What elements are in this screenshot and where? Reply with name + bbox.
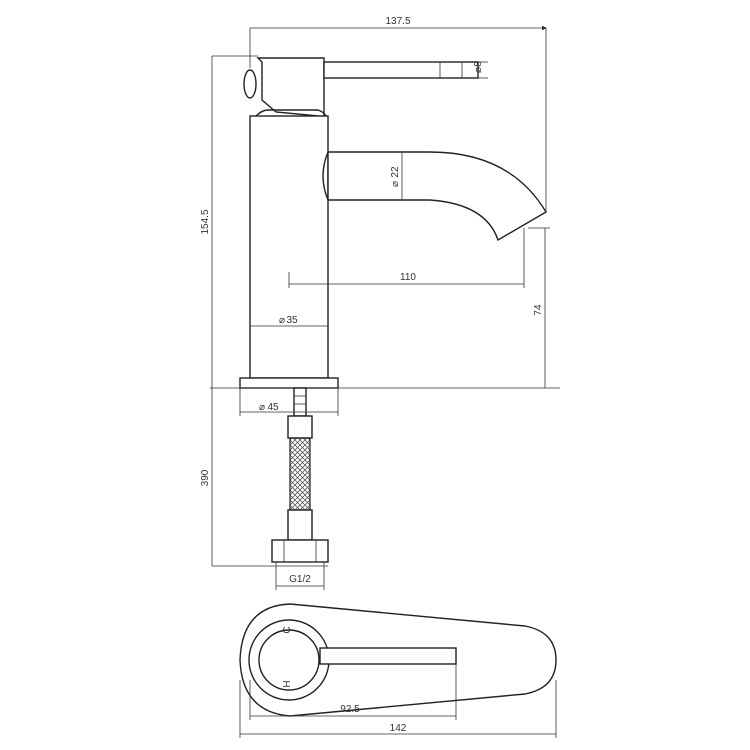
dim-body-dia-symbol: ⌀ (279, 315, 285, 326)
dim-lever-dia: 8 (473, 61, 484, 67)
lever-cap (243, 69, 257, 99)
braided-hose (289, 437, 311, 511)
dim-overall-height: 154.5 (200, 209, 211, 234)
dim-spout-dia-symbol: ⌀ (390, 181, 401, 187)
cold-marking: C (282, 626, 293, 633)
dim-plan-overall: 142 (390, 723, 407, 734)
dim-base-dia: 45 (267, 402, 279, 413)
hot-marking: H (282, 680, 293, 687)
hose-nut (271, 539, 329, 563)
dim-body-dia: 35 (286, 315, 298, 326)
dim-overall-width: 137.5 (385, 16, 410, 27)
spout (327, 151, 547, 242)
plan-view: C H (239, 603, 557, 717)
dim-plan-handle: 92.5 (340, 704, 360, 715)
dim-thread: G1/2 (289, 574, 311, 585)
plan-lever (319, 647, 457, 665)
dimension-lines: 137.5 ⌀ 8 154.5 ⌀ 22 110 74 ⌀ 35 ⌀ 45 (200, 16, 550, 590)
tap-base (239, 377, 339, 389)
dim-hose-length: 390 (200, 469, 211, 486)
side-elevation (210, 57, 560, 563)
hose-ferrule-top (287, 415, 313, 439)
plan-dimension-lines: 92.5 142 (239, 664, 557, 738)
dim-spout-dia: 22 (390, 166, 401, 178)
hose-ferrule-bottom (287, 509, 313, 541)
tap-body (249, 115, 329, 379)
lever-hub (256, 57, 325, 119)
dim-spout-reach: 110 (400, 272, 416, 283)
plan-hub-circle (258, 629, 320, 691)
dim-spout-height: 74 (533, 304, 544, 316)
dim-base-dia-symbol: ⌀ (259, 402, 265, 413)
dim-lever-dia-symbol: ⌀ (473, 67, 484, 73)
lever-arm (323, 61, 479, 79)
